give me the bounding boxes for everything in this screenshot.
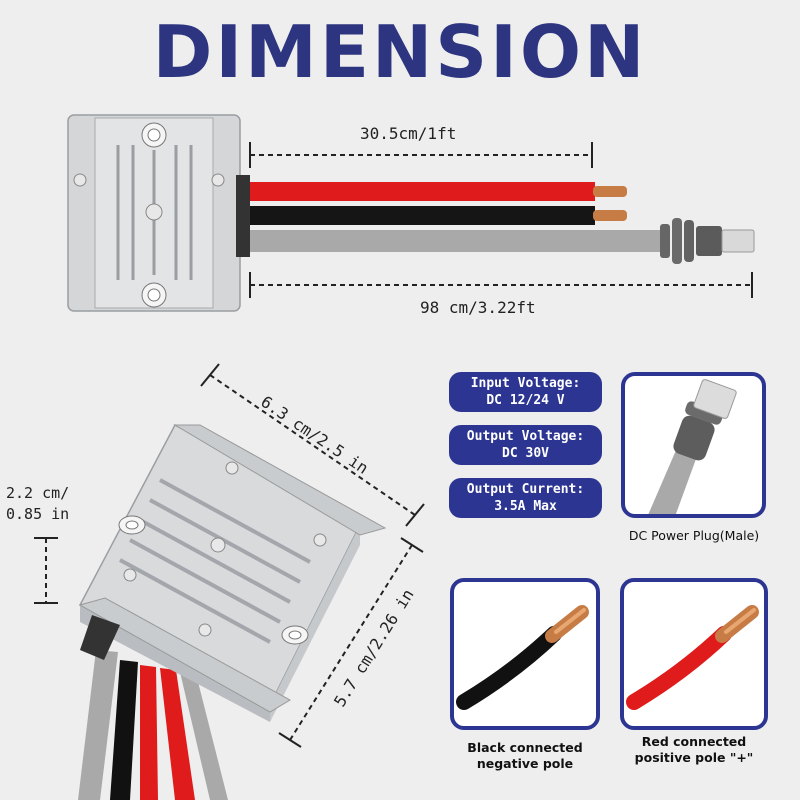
spec-label: Input Voltage: <box>470 376 581 391</box>
black-wire-caption: Black connected negative pole <box>440 740 610 772</box>
red-wire-caption: Red connected positive pole "+" <box>610 734 778 766</box>
black-caption-line2: negative pole <box>476 756 574 771</box>
dc-plug <box>660 218 755 264</box>
spec-input-voltage: Input Voltage: DC 12/24 V <box>449 372 602 412</box>
spec-value: 3.5A Max <box>494 499 557 514</box>
black-wire-closeup <box>456 605 589 710</box>
red-caption-line2: positive pole "+" <box>634 750 754 765</box>
spec-output-current: Output Current: 3.5A Max <box>449 478 602 518</box>
spec-label: Output Current: <box>466 482 585 497</box>
red-wire-copper-tip <box>593 186 627 197</box>
black-wire-copper-tip <box>593 210 627 221</box>
spec-value: DC 12/24 V <box>486 393 565 408</box>
spec-label: Output Voltage: <box>466 429 585 444</box>
black-wire <box>235 206 595 225</box>
converter-top-view <box>67 114 250 312</box>
dc-plug-caption: DC Power Plug(Male) <box>628 528 760 543</box>
wire-length-label: 30.5cm/1ft <box>360 124 457 143</box>
gray-cable <box>235 230 665 252</box>
dc-plug-card <box>621 372 766 518</box>
converter-isometric-view <box>78 423 387 800</box>
width-dimension-line <box>289 544 413 741</box>
red-wire-card <box>620 578 768 730</box>
spec-output-voltage: Output Voltage: DC 30V <box>449 425 602 465</box>
dc-plug-closeup <box>648 379 737 514</box>
black-caption-line1: Black connected <box>467 740 583 755</box>
red-wire-closeup <box>626 605 759 710</box>
red-caption-line1: Red connected <box>641 734 747 749</box>
spec-value: DC 30V <box>502 446 549 461</box>
page-title: DIMENSION <box>152 10 648 94</box>
black-wire-card <box>450 578 600 730</box>
height-label-line1: 2.2 cm/ <box>6 484 70 502</box>
red-wire <box>235 182 595 201</box>
height-label-line2: 0.85 in <box>6 505 70 523</box>
total-length-label: 98 cm/3.22ft <box>420 298 536 317</box>
